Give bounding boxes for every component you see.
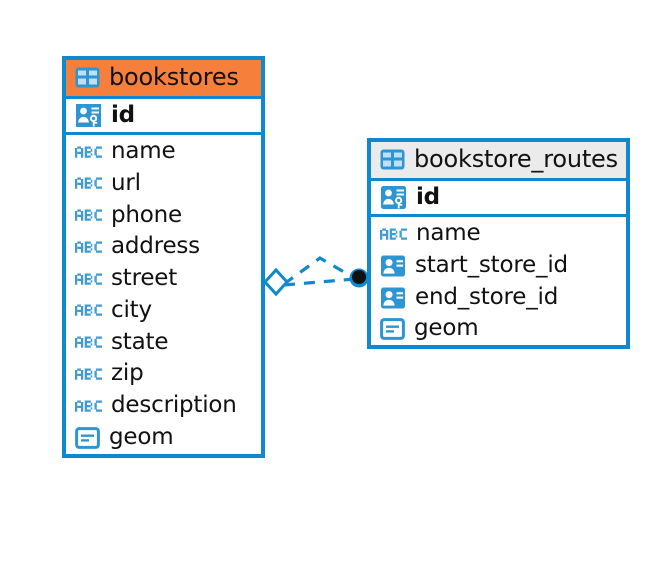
field-row-geom[interactable]: geom bbox=[371, 313, 626, 345]
field-row-state[interactable]: state bbox=[66, 327, 261, 359]
field-label-end-store-id: end_store_id bbox=[415, 283, 559, 310]
field-row-zip[interactable]: zip bbox=[66, 358, 261, 390]
entity-title-bookstores: bookstores bbox=[109, 63, 239, 91]
table-grid-icon bbox=[380, 149, 405, 170]
primary-key-section-bookstore-routes: id bbox=[371, 178, 626, 218]
field-row-name[interactable]: name bbox=[371, 218, 626, 250]
field-label-description: description bbox=[111, 392, 237, 419]
field-label-address: address bbox=[111, 233, 200, 260]
foreign-key-icon bbox=[380, 254, 406, 278]
primary-key-section-bookstores: id bbox=[66, 96, 261, 136]
field-row-description[interactable]: description bbox=[66, 390, 261, 422]
abc-text-icon bbox=[75, 272, 102, 287]
entity-table-bookstore-routes[interactable]: bookstore_routes id bbox=[367, 138, 630, 350]
field-row-city[interactable]: city bbox=[66, 295, 261, 327]
primary-key-icon bbox=[75, 102, 102, 129]
table-grid-icon bbox=[75, 67, 100, 88]
field-label-street: street bbox=[111, 265, 178, 292]
field-label-geom: geom bbox=[414, 315, 479, 342]
abc-text-icon bbox=[75, 303, 102, 318]
field-label-id: id bbox=[416, 183, 440, 210]
foreign-key-icon bbox=[380, 286, 406, 310]
abc-text-icon bbox=[75, 367, 102, 382]
geometry-icon bbox=[75, 426, 100, 449]
field-label-phone: phone bbox=[111, 201, 182, 228]
abc-text-icon bbox=[380, 227, 407, 242]
field-row-url[interactable]: url bbox=[66, 168, 261, 200]
entity-title-bookstore-routes: bookstore_routes bbox=[414, 145, 618, 173]
field-row-id[interactable]: id bbox=[66, 99, 261, 132]
abc-text-icon bbox=[75, 240, 102, 255]
abc-text-icon bbox=[75, 176, 102, 191]
relationship-source-diamond-icon bbox=[262, 267, 290, 297]
abc-text-icon bbox=[75, 208, 102, 223]
attribute-section-bookstore-routes: name start_store_id bbox=[371, 217, 626, 345]
abc-text-icon bbox=[75, 399, 102, 414]
field-row-name[interactable]: name bbox=[66, 136, 261, 168]
attribute-section-bookstores: name u bbox=[66, 135, 261, 454]
field-label-city: city bbox=[111, 296, 152, 323]
field-label-zip: zip bbox=[111, 360, 144, 387]
relationship-line-upper bbox=[283, 256, 357, 286]
field-row-end-store-id[interactable]: end_store_id bbox=[371, 282, 626, 314]
field-row-start-store-id[interactable]: start_store_id bbox=[371, 250, 626, 282]
field-row-phone[interactable]: phone bbox=[66, 200, 261, 232]
field-label-url: url bbox=[111, 169, 141, 196]
abc-text-icon bbox=[75, 145, 102, 160]
abc-text-icon bbox=[75, 335, 102, 350]
relationship-target-circle-icon bbox=[349, 268, 369, 288]
entity-header-bookstores: bookstores bbox=[66, 60, 261, 97]
field-label-id: id bbox=[111, 101, 135, 128]
field-label-name: name bbox=[416, 220, 481, 247]
field-row-street[interactable]: street bbox=[66, 263, 261, 295]
field-row-geom[interactable]: geom bbox=[66, 422, 261, 454]
entity-header-bookstore-routes: bookstore_routes bbox=[371, 142, 626, 179]
geometry-icon bbox=[380, 318, 405, 341]
relationship-line-lower bbox=[283, 277, 356, 287]
entity-table-bookstores[interactable]: bookstores bbox=[62, 56, 265, 458]
field-row-address[interactable]: address bbox=[66, 231, 261, 263]
field-label-state: state bbox=[111, 328, 169, 355]
field-label-start-store-id: start_store_id bbox=[415, 251, 568, 278]
field-row-id[interactable]: id bbox=[371, 181, 626, 214]
field-label-geom: geom bbox=[109, 423, 174, 450]
field-label-name: name bbox=[111, 138, 176, 165]
primary-key-icon bbox=[380, 184, 407, 211]
